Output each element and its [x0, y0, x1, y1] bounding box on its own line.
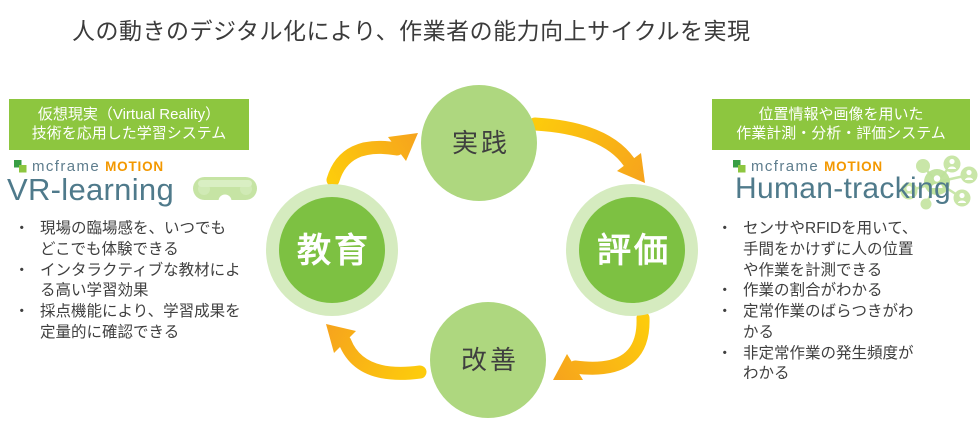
vr-learning-header: 仮想現実（Virtual Reality） 技術を応用した学習システム — [9, 99, 249, 151]
brand-name: mcframe — [751, 158, 820, 175]
vr-learning-header-line1: 仮想現実（Virtual Reality） — [37, 106, 221, 123]
human-tracking-product-name: Human-tracking — [735, 172, 951, 205]
list-item: ・ 現場の臨場感を、いつでもどこでも体験できる — [14, 220, 227, 258]
cycle-node-education-label: 教育 — [297, 232, 371, 270]
people-network-icon — [900, 155, 978, 210]
human-tracking-panel: 位置情報や画像を用いた 作業計測・分析・評価システム mcframe MOTIO… — [712, 99, 978, 382]
vr-learning-panel: 仮想現実（Virtual Reality） 技術を応用した学習システム mcfr… — [7, 99, 257, 341]
mcframe-motion-brand: mcframe MOTION — [14, 158, 164, 175]
list-item: ・ 非定常作業の発生頻度がわかる — [717, 344, 914, 383]
arrow-education-to-practice — [326, 133, 418, 187]
list-item: ・ インタラクティブな教材による高い学習効果 — [14, 261, 241, 300]
mcframe-logo-icon — [733, 160, 746, 173]
vr-learning-product-name: VR-learning — [7, 172, 174, 207]
arrow-practice-to-evaluation — [528, 117, 645, 183]
page-title: 人の動きのデジタル化により、作業者の能力向上サイクルを実現 — [72, 18, 751, 44]
human-tracking-header-line1: 位置情報や画像を用いた — [758, 106, 924, 123]
arrow-improvement-to-education — [326, 324, 427, 380]
human-tracking-bullet-list: ・ センサやRFIDを用いて、手間をかけずに人の位置や作業を計測できる ・ 作業… — [712, 219, 928, 385]
vr-learning-bullet-list: ・ 現場の臨場感を、いつでもどこでも体験できる ・ インタラクティブな教材による… — [9, 219, 241, 344]
brand-name: mcframe — [32, 158, 101, 175]
cycle-node-improvement-label: 改善 — [461, 345, 519, 375]
human-tracking-header-line2: 作業計測・分析・評価システム — [736, 125, 946, 143]
vr-learning-header-line2: 技術を応用した学習システム — [31, 125, 227, 143]
cycle-node-education: 教育 — [266, 184, 398, 316]
list-item: ・ センサやRFIDを用いて、手間をかけずに人の位置や作業を計測できる — [717, 220, 918, 279]
mcframe-motion-brand: mcframe MOTION — [733, 158, 883, 175]
cycle-node-improvement: 改善 — [430, 302, 546, 418]
vr-goggles-icon — [193, 177, 257, 207]
cycle-node-practice: 実践 — [421, 85, 537, 201]
arrow-evaluation-to-improvement — [553, 311, 650, 380]
list-item: ・ 採点機能により、学習成果を定量的に確認できる — [14, 303, 241, 341]
brand-suffix: MOTION — [105, 159, 164, 174]
list-item: ・ 作業の割合がわかる — [717, 282, 883, 300]
cycle-node-evaluation: 評価 — [566, 184, 698, 316]
capability-cycle-diagram: 実践 改善 教育 評価 — [266, 85, 698, 418]
cycle-node-practice-label: 実践 — [452, 128, 510, 158]
cycle-node-evaluation-label: 評価 — [597, 232, 671, 270]
list-item: ・ 定常作業のばらつきがわかる — [717, 303, 914, 341]
brand-suffix: MOTION — [824, 159, 883, 174]
mcframe-logo-icon — [14, 160, 27, 173]
human-tracking-header: 位置情報や画像を用いた 作業計測・分析・評価システム — [712, 99, 970, 151]
